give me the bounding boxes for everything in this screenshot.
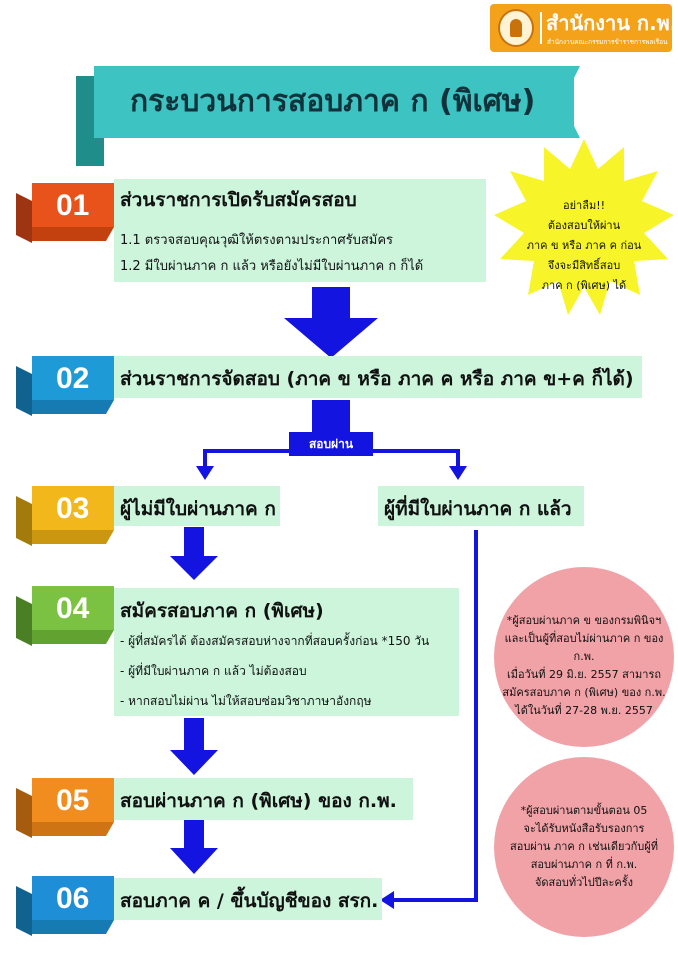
step-06-tile <box>16 876 114 936</box>
step-01-box: ส่วนราชการเปิดรับสมัครสอบ 1.1 ตรวจสอบคุณ… <box>114 179 486 282</box>
step-01-title: ส่วนราชการเปิดรับสมัครสอบ <box>120 189 357 211</box>
arrow-01-02 <box>284 287 378 358</box>
note-1-text: *ผู้สอบผ่านภาค ข ของกรมพินิจฯ และเป็นผู้… <box>502 612 666 720</box>
logo-subtitle: สำนักงานคณะกรรมการข้าราชการพลเรือน <box>547 38 668 46</box>
step-03-title: ผู้ไม่มีใบผ่านภาค ก <box>120 498 276 520</box>
arrow-02-split <box>312 400 350 436</box>
step-05-title: สอบผ่านภาค ก (พิเศษ) ของ ก.พ. <box>120 790 397 812</box>
step-05-badge: 05 <box>16 778 114 838</box>
has-pass-title: ผู้ที่มีใบผ่านภาค ก แล้ว <box>384 498 572 520</box>
step-02-number: 02 <box>56 362 90 395</box>
split-right-head <box>449 466 467 480</box>
step-06-box: สอบภาค ค / ขึ้นบัญชีของ สรก. <box>114 878 382 920</box>
note-circle-1: *ผู้สอบผ่านภาค ข ของกรมพินิจฯ และเป็นผู้… <box>494 567 674 747</box>
note-1-line: *ผู้สอบผ่านภาค ข ของกรมพินิจฯ <box>506 614 662 627</box>
step-02-title: ส่วนราชการจัดสอบ (ภาค ข หรือ ภาค ค หรือ … <box>120 368 634 390</box>
step-04-badge: 04 <box>16 586 114 646</box>
step-06-number: 06 <box>56 882 90 915</box>
pass-label-bar <box>289 432 373 456</box>
step-04-item: - ผู้ที่มีใบผ่านภาค ก แล้ว ไม่ต้องสอบ <box>120 664 307 678</box>
arrow-05-06 <box>170 820 218 874</box>
has-pass-box: ผู้ที่มีใบผ่านภาค ก แล้ว <box>378 486 584 526</box>
step-04-item: - ผู้ที่สมัครได้ ต้องสมัครสอบห่างจากที่ส… <box>120 634 430 648</box>
split-left-head <box>196 466 214 480</box>
note-2-text: *ผู้สอบผ่านตามขั้นตอน 05 จะได้รับหนังสือ… <box>502 802 666 892</box>
step-04-item: - หากสอบไม่ผ่าน ไม่ให้สอบซ่อมวิชาภาษาอัง… <box>120 694 372 708</box>
note-2-line: จัดสอบทั่วไปปีละครั้ง <box>534 876 634 889</box>
step-01-number: 01 <box>56 189 90 222</box>
step-06-badge: 06 <box>16 876 114 936</box>
step-02-badge: 02 <box>16 356 114 416</box>
reminder-starburst <box>494 139 674 315</box>
reminder-text: อย่าลืม!! ต้องสอบให้ผ่าน ภาค ข หรือ ภาค … <box>510 196 658 296</box>
ocsc-logo: สำนักงาน ก.พ. สำนักงานคณะกรรมการข้าราชกา… <box>490 4 677 52</box>
reminder-line: จึงจะมีสิทธิ์สอบ <box>547 259 621 272</box>
note-1-line: ได้ในวันที่ 27-28 พ.ย. 2557 <box>515 704 653 717</box>
step-05-number: 05 <box>56 784 90 817</box>
step-04-number: 04 <box>56 592 90 625</box>
split-left-line <box>203 449 289 468</box>
step-04-box: สมัครสอบภาค ก (พิเศษ) - ผู้ที่สมัครได้ ต… <box>114 588 459 716</box>
arrow-03-04 <box>170 527 218 580</box>
step-03-number: 03 <box>56 492 90 525</box>
note-2-line: จะได้รับหนังสือรับรองการ <box>523 822 645 835</box>
ocsc-seal-icon <box>498 9 534 47</box>
arrow-has-pass-06-head <box>380 891 394 909</box>
note-1-line: เมื่อวันที่ 29 มิ.ย. 2557 สามารถ <box>506 668 662 681</box>
step-05-box: สอบผ่านภาค ก (พิเศษ) ของ ก.พ. <box>114 778 413 820</box>
step-05-tile <box>16 778 114 838</box>
step-01-tile <box>16 183 114 243</box>
reminder-line: ต้องสอบให้ผ่าน <box>547 219 621 232</box>
note-2-line: *ผู้สอบผ่านตามขั้นตอน 05 <box>520 804 648 817</box>
step-03-tile <box>16 486 114 546</box>
step-03-box: ผู้ไม่มีใบผ่านภาค ก <box>114 486 280 526</box>
reminder-line: ภาค ข หรือ ภาค ค ก่อน <box>526 239 642 252</box>
step-01-item: 1.1 ตรวจสอบคุณวุฒิให้ตรงตามประกาศรับสมัค… <box>120 233 393 248</box>
step-03-badge: 03 <box>16 486 114 546</box>
step-04-tile <box>16 586 114 646</box>
note-1-line: และเป็นผู้ที่สอบไม่ผ่านภาค ก ของ ก.พ. <box>504 632 664 663</box>
logo-divider <box>540 12 542 44</box>
step-06-title: สอบภาค ค / ขึ้นบัญชีของ สรก. <box>120 890 379 912</box>
step-04-title: สมัครสอบภาค ก (พิเศษ) <box>120 600 324 622</box>
note-circle-2: *ผู้สอบผ่านตามขั้นตอน 05 จะได้รับหนังสือ… <box>494 757 674 937</box>
step-01-item: 1.2 มีใบผ่านภาค ก แล้ว หรือยังไม่มีใบผ่า… <box>120 259 424 274</box>
pass-label: สอบผ่าน <box>308 437 354 451</box>
arrow-has-pass-06-line <box>392 530 478 902</box>
arrow-04-05 <box>170 718 218 775</box>
note-2-line: สอบผ่านภาค ก ที่ ก.พ. <box>530 858 638 871</box>
step-02-tile <box>16 356 114 416</box>
split-right-line <box>373 449 460 468</box>
reminder-line: ภาค ก (พิเศษ) ได้ <box>541 279 627 292</box>
step-02-box: ส่วนราชการจัดสอบ (ภาค ข หรือ ภาค ค หรือ … <box>114 356 642 398</box>
logo-name: สำนักงาน ก.พ. <box>546 11 678 35</box>
reminder-line: อย่าลืม!! <box>562 199 606 212</box>
title-ribbon <box>94 66 574 138</box>
note-1-line: สมัครสอบภาค ก (พิเศษ) ของ ก.พ. <box>502 686 666 699</box>
step-01-badge: 01 <box>16 183 114 243</box>
note-2-line: สอบผ่าน ภาค ก เช่นเดียวกับผู้ที่ <box>510 840 658 853</box>
page-title: กระบวนการสอบภาค ก (พิเศษ) <box>130 84 536 119</box>
